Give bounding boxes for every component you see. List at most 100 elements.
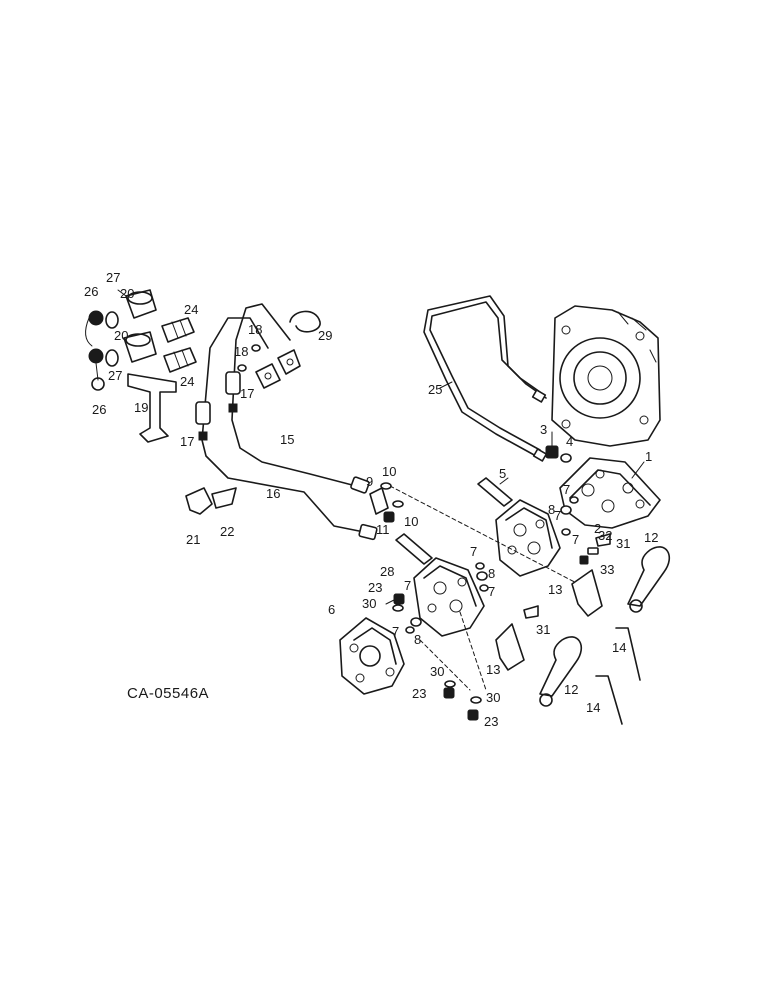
callout-2: 2: [594, 521, 601, 536]
part-18-washers: [237, 344, 261, 372]
callout-17a: 17: [180, 434, 194, 449]
callout-6: 6: [328, 602, 335, 617]
callout-15: 15: [280, 432, 294, 447]
callout-16: 16: [266, 486, 280, 501]
callout-30b: 30: [430, 664, 444, 679]
part-31-clip-upper: [595, 533, 611, 547]
callout-22: 22: [220, 524, 234, 539]
part-22-clamp: [211, 487, 237, 509]
callout-23a: 23: [368, 580, 382, 595]
callout-26b: 26: [92, 402, 106, 417]
part-27-washer-lower: [105, 349, 119, 367]
callout-9: 9: [366, 474, 373, 489]
callout-7c: 7: [572, 532, 579, 547]
part-5-valve-section: [477, 477, 561, 577]
callout-18a: 18: [248, 322, 262, 337]
part-6-inlet-cover: [339, 617, 405, 695]
callout-12b: 12: [564, 682, 578, 697]
part-9-elbow: [369, 487, 389, 515]
callout-18b: 18: [234, 344, 248, 359]
callout-31a: 31: [616, 536, 630, 551]
part-3-fitting: [545, 431, 559, 459]
callout-7d: 7: [470, 544, 477, 559]
callout-13a: 13: [548, 582, 562, 597]
callout-23b: 23: [412, 686, 426, 701]
leader-lines: [117, 289, 645, 605]
callout-14b: 14: [586, 700, 600, 715]
part-21-clamp: [185, 487, 213, 515]
part-17-adapter-right: [225, 371, 241, 413]
part-14-rod-lower: [595, 675, 623, 725]
pump-housing: [551, 305, 661, 447]
callout-17b: 17: [240, 386, 254, 401]
part-11-fitting: [383, 511, 395, 523]
part-30-washer-left: [444, 680, 456, 688]
callout-33: 33: [600, 562, 614, 577]
callout-7b: 7: [554, 508, 561, 523]
part-30-washer-right: [470, 696, 482, 704]
part-10-o-rings: [380, 482, 404, 508]
callout-26a: 26: [84, 284, 98, 299]
callout-7f: 7: [404, 578, 411, 593]
drawing-code: CA-05546A: [127, 685, 209, 702]
callout-24b: 24: [180, 374, 194, 389]
part-15-hydraulic-line: [231, 303, 370, 494]
callout-23c: 23: [484, 714, 498, 729]
callout-27a: 27: [106, 270, 120, 285]
callout-14a: 14: [612, 640, 626, 655]
part-24-nipple-lower: [163, 347, 197, 373]
part-25-pipe: [423, 295, 548, 462]
callout-1: 1: [645, 449, 652, 464]
part-12-lever-upper: [627, 546, 670, 613]
callout-10a: 10: [382, 464, 396, 479]
part-24-nipple-upper: [161, 317, 195, 343]
part-1-mounting-plate: [559, 457, 661, 529]
callout-30a: 30: [362, 596, 376, 611]
part-23-plug-right: [467, 709, 479, 721]
callout-8b: 8: [488, 566, 495, 581]
part-28-valve-section: [395, 533, 485, 637]
part-26-dust-cap-upper: [85, 310, 104, 347]
callout-7e: 7: [488, 584, 495, 599]
part-13-bracket-upper: [571, 569, 603, 617]
callout-20b: 20: [114, 328, 128, 343]
callout-8c: 8: [414, 632, 421, 647]
callout-12a: 12: [644, 530, 658, 545]
part-12-lever-lower: [539, 636, 582, 707]
callout-21: 21: [186, 532, 200, 547]
callout-5: 5: [499, 466, 506, 481]
callout-20a: 20: [120, 286, 134, 301]
callout-27b: 27: [108, 368, 122, 383]
callout-24a: 24: [184, 302, 198, 317]
part-13-bracket-lower: [495, 623, 525, 671]
part-20-coupler-lower: [123, 331, 157, 363]
callout-7a: 7: [563, 482, 570, 497]
part-4-washer: [560, 453, 572, 463]
callout-7g: 7: [392, 624, 399, 639]
callout-19: 19: [134, 400, 148, 415]
part-32-pin: [587, 547, 599, 555]
part-30-washer-top: [392, 604, 404, 612]
callout-28: 28: [380, 564, 394, 579]
part-14-rod-upper: [615, 627, 641, 681]
callout-30c: 30: [486, 690, 500, 705]
callout-3: 3: [540, 422, 547, 437]
callout-11: 11: [376, 522, 390, 537]
part-29-clip: [289, 310, 321, 333]
part-23-plug-left: [443, 687, 455, 699]
callout-4: 4: [566, 434, 573, 449]
part-7-o-rings: [405, 496, 579, 634]
callout-8a: 8: [548, 502, 555, 517]
part-23-plug-top: [393, 593, 405, 605]
callout-29: 29: [318, 328, 332, 343]
part-8-seals: [410, 505, 572, 627]
part-31-clip-lower: [523, 605, 539, 619]
callout-10b: 10: [404, 514, 418, 529]
callout-13b: 13: [486, 662, 500, 677]
part-19-bracket: [127, 373, 177, 443]
part-17-adapter-left: [195, 401, 211, 441]
tie-rods: [389, 485, 591, 691]
callout-32: 32: [598, 528, 612, 543]
part-27-washer-upper: [105, 311, 119, 329]
